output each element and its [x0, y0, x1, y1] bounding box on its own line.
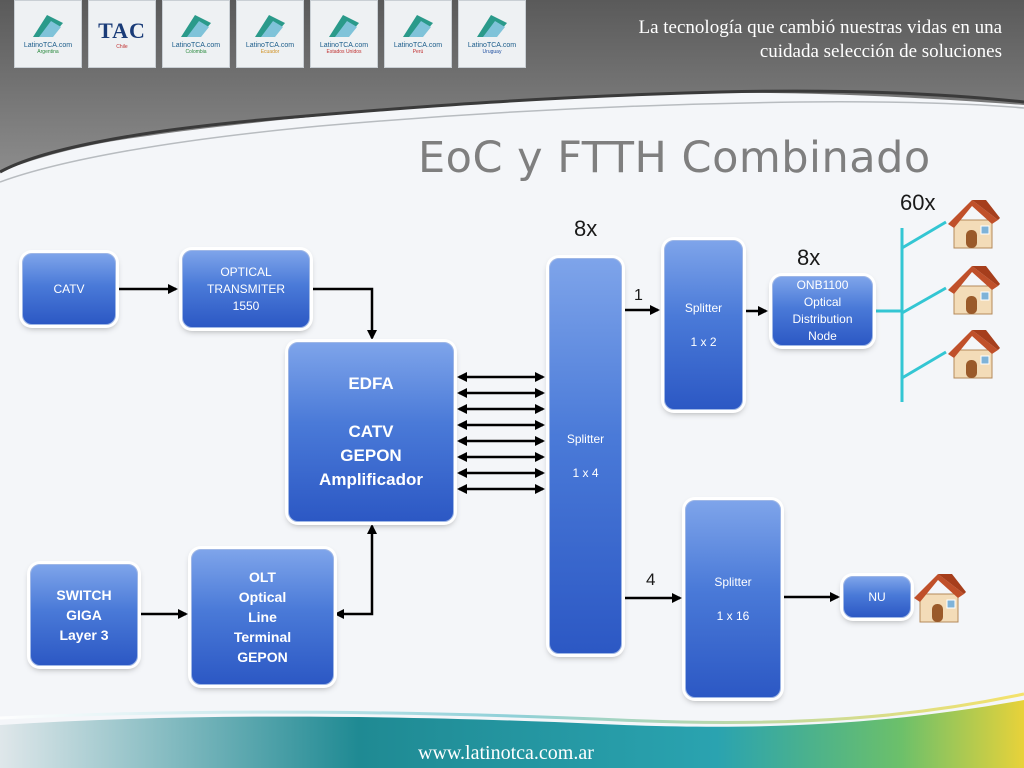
- node-olt[interactable]: OLT Optical Line Terminal GEPON: [191, 549, 334, 685]
- logo-latinotca-peru[interactable]: LatinoTCA.com Perú: [384, 0, 452, 68]
- node-catv[interactable]: CATV: [22, 253, 116, 325]
- logo-latinotca-usa[interactable]: LatinoTCA.com Estados Unidos: [310, 0, 378, 68]
- node-label: GEPON: [340, 446, 402, 465]
- node-splitter-1x4[interactable]: Splitter 1 x 4: [549, 258, 622, 654]
- logo-tac-chile[interactable]: TAC Chile: [88, 0, 156, 68]
- node-label: Node: [808, 329, 837, 343]
- node-label: 1 x 2: [690, 334, 717, 349]
- house-icon: [948, 200, 1000, 249]
- logo-name: TAC: [98, 18, 146, 43]
- logo-name: LatinoTCA.com: [319, 42, 369, 49]
- multiplier-60x: 60x: [900, 190, 936, 215]
- logo-country: Argentina: [37, 49, 59, 55]
- node-label: Line: [248, 609, 277, 625]
- logo-country: Estados Unidos: [326, 49, 362, 55]
- node-label: 1 x 16: [716, 608, 750, 623]
- node-nu[interactable]: NU: [843, 576, 911, 618]
- page-title: EoC y FTTH Combinado: [418, 133, 931, 183]
- node-label: Optical: [238, 589, 287, 605]
- node-label: Splitter: [566, 431, 605, 446]
- node-label: Terminal: [233, 629, 292, 645]
- house-icon: [948, 266, 1000, 315]
- logo-latinotca-colombia[interactable]: LatinoTCA.com Colombia: [162, 0, 230, 68]
- node-label: GIGA: [66, 607, 102, 623]
- edfa-splitter-links: [457, 372, 545, 494]
- node-optical-transmitter[interactable]: OPTICAL TRANSMITER 1550: [182, 250, 310, 328]
- node-label: Splitter: [684, 300, 723, 315]
- logo-country: Perú: [412, 49, 424, 55]
- multiplier-8x-splitter: 8x: [574, 216, 598, 241]
- partner-logos: LatinoTCA.com Argentina TAC Chile Latino…: [14, 0, 526, 68]
- link-olt-edfa: [334, 524, 377, 619]
- latinotca-logo-icon: [327, 13, 361, 39]
- node-label: TRANSMITER: [207, 281, 285, 296]
- latinotca-logo-icon: [179, 13, 213, 39]
- node-edfa[interactable]: EDFA CATV GEPON Amplificador: [288, 342, 454, 522]
- port-label-1: 1: [634, 287, 643, 304]
- node-label: Optical: [803, 295, 842, 309]
- logo-country: Uruguay: [482, 49, 502, 55]
- logo-country: Colombia: [185, 49, 207, 55]
- node-label: CATV: [348, 422, 394, 441]
- house-icon: [914, 574, 966, 623]
- node-label: NU: [868, 589, 886, 604]
- node-label: SWITCH: [56, 587, 112, 603]
- node-label: ONB1100: [796, 278, 849, 292]
- logo-country: Ecuador: [260, 49, 280, 55]
- logo-latinotca-uruguay[interactable]: LatinoTCA.com Uruguay: [458, 0, 526, 68]
- node-label: 1 x 4: [572, 465, 599, 480]
- node-label: Distribution: [792, 312, 853, 326]
- house-icon: [948, 330, 1000, 379]
- tagline-line-2: cuidada selección de soluciones: [759, 41, 1002, 62]
- logo-name: LatinoTCA.com: [23, 42, 73, 49]
- footer-website-link[interactable]: www.latinotca.com.ar: [418, 742, 594, 764]
- latinotca-logo-icon: [31, 13, 65, 39]
- logo-name: LatinoTCA.com: [467, 42, 517, 49]
- node-switch[interactable]: SWITCH GIGA Layer 3: [30, 564, 138, 666]
- node-splitter-1x16[interactable]: Splitter 1 x 16: [685, 500, 781, 698]
- node-splitter-1x2[interactable]: Splitter 1 x 2: [664, 240, 743, 410]
- logo-name: LatinoTCA.com: [393, 42, 443, 49]
- node-label: Layer 3: [59, 627, 109, 643]
- header: LatinoTCA.com Argentina TAC Chile Latino…: [0, 0, 1024, 200]
- logo-latinotca-argentina[interactable]: LatinoTCA.com Argentina: [14, 0, 82, 68]
- multiplier-8x-node: 8x: [797, 245, 821, 270]
- link-transmitter-edfa: [312, 287, 377, 340]
- latinotca-logo-icon: [401, 13, 435, 39]
- node-label: OPTICAL: [220, 264, 272, 279]
- node-label: EDFA: [348, 374, 394, 393]
- logo-name: LatinoTCA.com: [245, 42, 295, 49]
- node-onb1100[interactable]: ONB1100 Optical Distribution Node: [772, 276, 873, 346]
- coax-distribution-tree: [875, 220, 947, 402]
- node-label: 1550: [232, 298, 260, 313]
- node-label: Amplificador: [319, 470, 423, 489]
- latinotca-logo-icon: [253, 13, 287, 39]
- node-label: Splitter: [714, 574, 752, 589]
- logo-latinotca-ecuador[interactable]: LatinoTCA.com Ecuador: [236, 0, 304, 68]
- latinotca-logo-icon: [475, 13, 509, 39]
- node-label: GEPON: [237, 649, 288, 665]
- node-label: CATV: [53, 281, 85, 296]
- logo-country: Chile: [116, 44, 128, 50]
- node-label: OLT: [249, 569, 276, 585]
- tagline-line-1: La tecnología que cambió nuestras vidas …: [638, 17, 1002, 38]
- port-label-4: 4: [646, 570, 656, 589]
- tagline: La tecnología que cambió nuestras vidas …: [522, 16, 1002, 64]
- logo-name: LatinoTCA.com: [171, 42, 221, 49]
